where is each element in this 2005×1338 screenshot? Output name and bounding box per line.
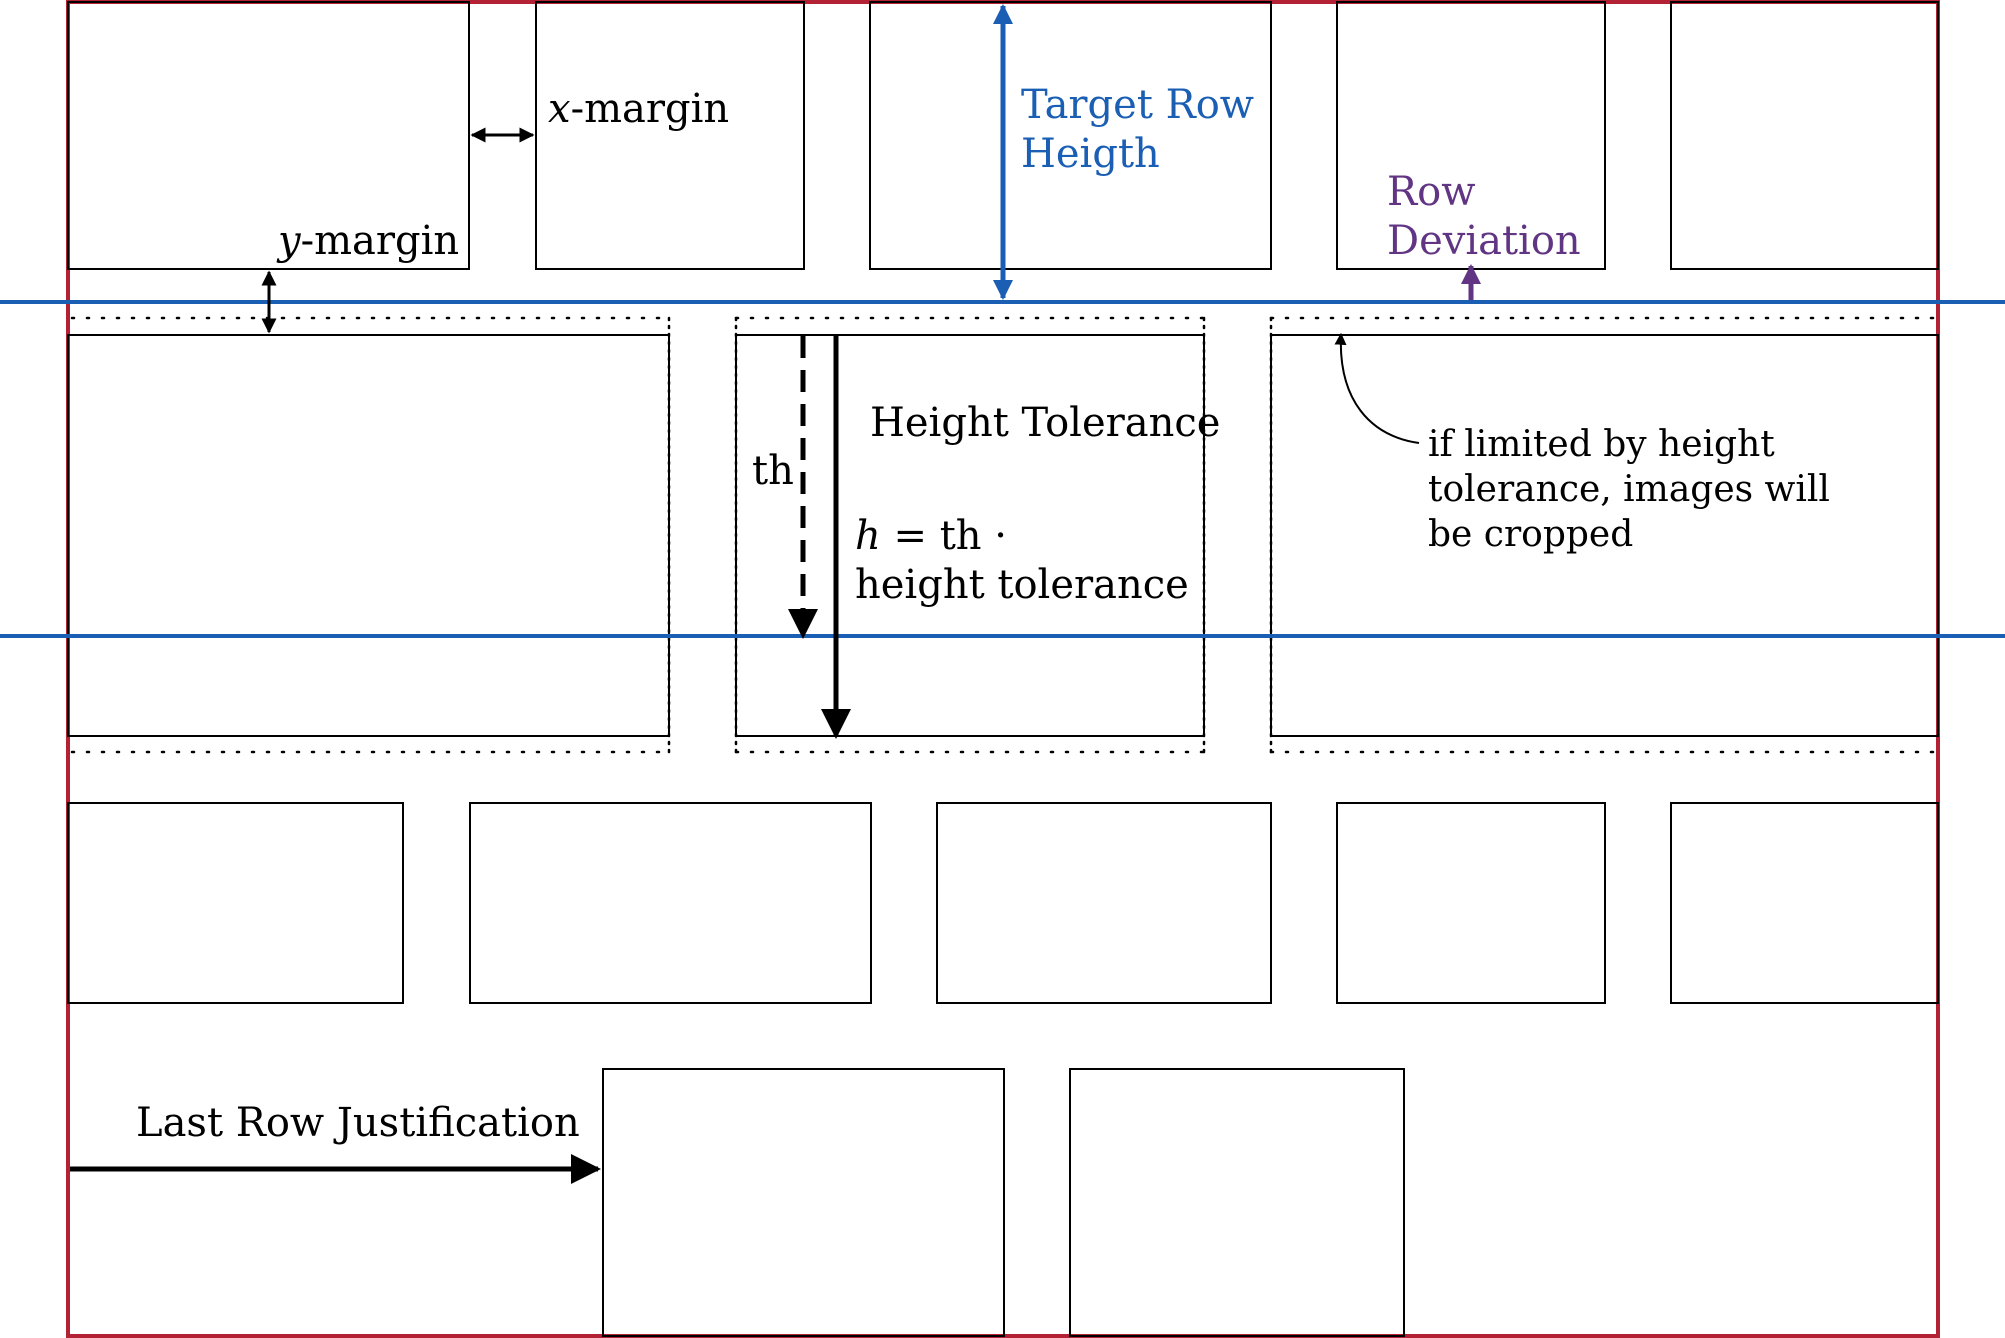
image-box [67,334,670,737]
image-box [1670,1,1939,270]
target-row-height-label: Target Row Heigth [1021,82,1267,177]
image-box [67,1,470,270]
image-box [535,1,805,270]
row-3-images [67,802,1939,1004]
row-2-crop-guides [70,316,1938,754]
crop-note: if limited by height tolerance, images w… [1428,424,1841,555]
height-formula: h = th · height tolerance [855,513,1189,608]
image-box [1069,1068,1405,1337]
image-box [67,802,404,1004]
image-box [1670,802,1939,1004]
y-margin-label: y-margin [276,218,459,264]
row-deviation-label: Row Deviation [1387,169,1581,264]
th-label: th [752,448,794,494]
height-tolerance-label: Height Tolerance [870,400,1220,446]
image-box [936,802,1272,1004]
row-4-images [602,1068,1405,1337]
x-margin-label: x-margin [548,86,729,132]
image-box [602,1068,1005,1337]
image-box [869,1,1272,270]
image-box [469,802,872,1004]
crop-note-arrow [1334,332,1420,444]
last-row-justification-label: Last Row Justification [136,1100,580,1146]
image-box [1336,802,1606,1004]
